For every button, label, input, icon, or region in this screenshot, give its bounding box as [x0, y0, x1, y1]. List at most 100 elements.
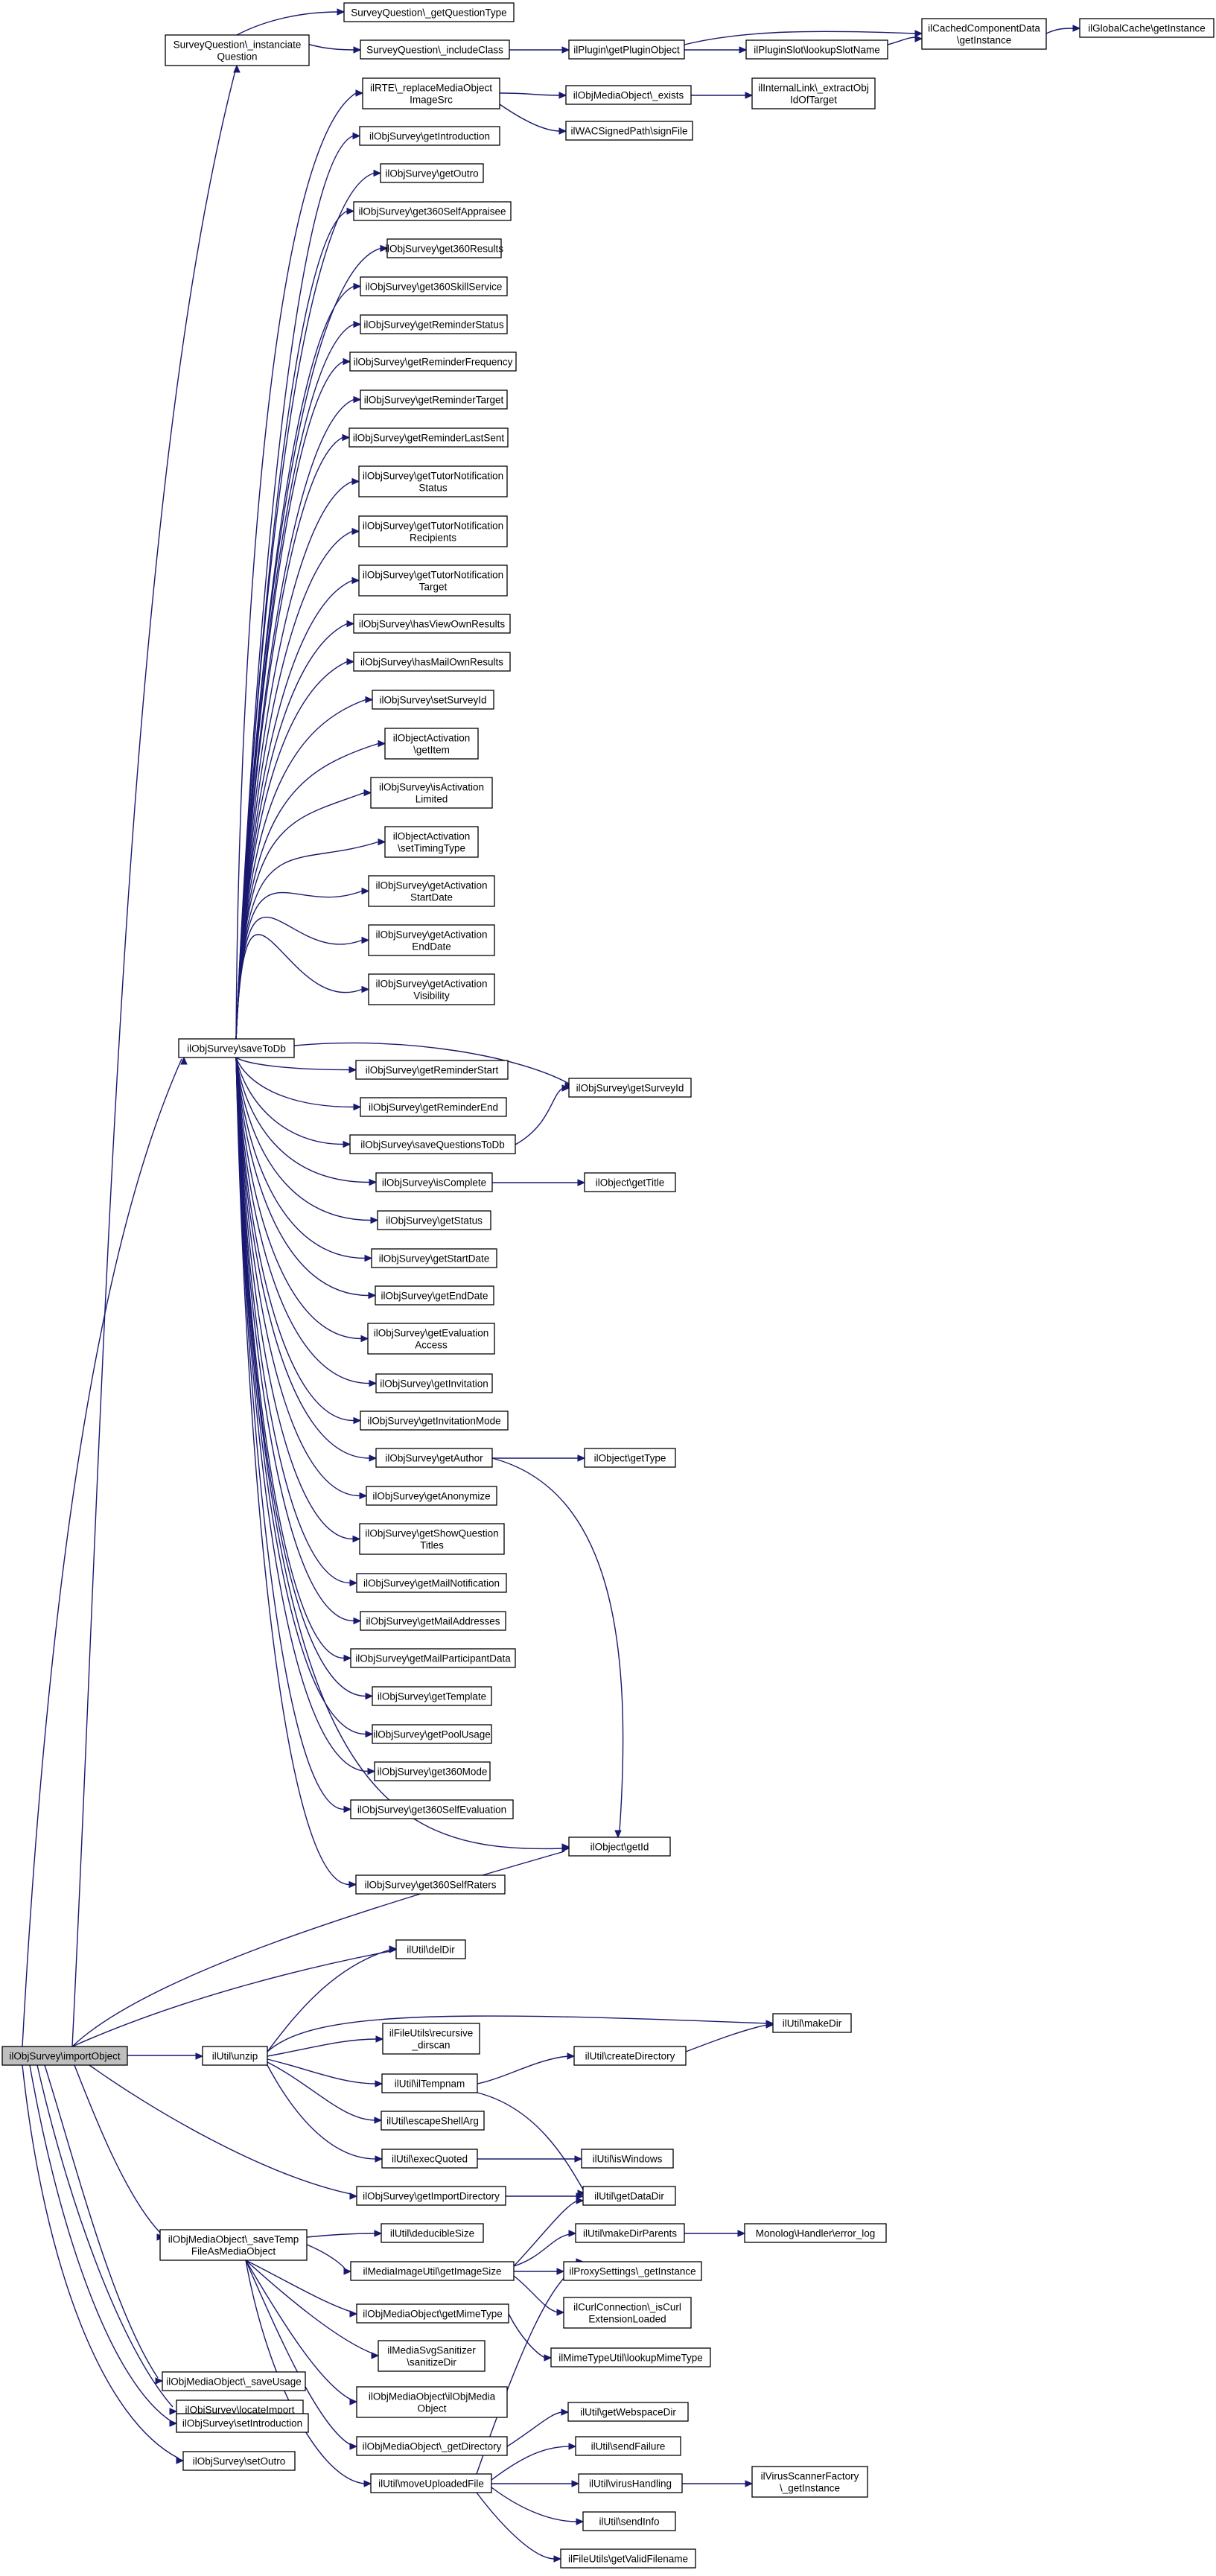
call-node-label: ilObjSurvey\getReminderStart — [366, 1065, 499, 1076]
call-node-get360-results[interactable]: ilObjSurvey\get360Results — [385, 238, 503, 258]
call-node-root[interactable]: ilObjSurvey\importObject — [1, 2046, 128, 2066]
call-node-mob-save-usage[interactable]: ilObjMediaObject\_saveUsage — [162, 2371, 306, 2391]
call-node-util-escape-shell-arg[interactable]: ilUtil\escapeShellArg — [381, 2111, 485, 2131]
call-node-box — [745, 39, 888, 60]
call-node-get-import-directory[interactable]: ilObjSurvey\getImportDirectory — [356, 2186, 506, 2206]
call-node-proxy-get-instance[interactable]: ilProxySettings\_getInstance — [563, 2261, 702, 2281]
call-node-plugin-slot-lookup[interactable]: ilPluginSlot\lookupSlotName — [745, 39, 888, 60]
call-node-set-introduction[interactable]: ilObjSurvey\setIntroduction — [176, 2413, 309, 2433]
call-node-mob-get-mime-type[interactable]: ilObjMediaObject\getMimeType — [356, 2303, 509, 2324]
call-edge-line — [36, 2064, 174, 2408]
call-node-get-reminder-last-sent[interactable]: ilObjSurvey\getReminderLastSent — [348, 427, 509, 448]
call-node-get-template[interactable]: ilObjSurvey\getTemplate — [372, 1686, 492, 1706]
call-node-get360-self-raters[interactable]: ilObjSurvey\get360SelfRaters — [355, 1874, 506, 1895]
call-node-get360-skill-service[interactable]: ilObjSurvey\get360SkillService — [360, 276, 508, 296]
call-node-get-mail-participant-data[interactable]: ilObjSurvey\getMailParticipantData — [350, 1648, 516, 1668]
call-node-get-author[interactable]: ilObjSurvey\getAuthor — [375, 1448, 493, 1468]
call-node-set-outro[interactable]: ilObjSurvey\setOutro — [182, 2451, 296, 2471]
call-node-get-invitation[interactable]: ilObjSurvey\getInvitation — [375, 1373, 493, 1393]
call-node-save-questions-to-db[interactable]: ilObjSurvey\saveQuestionsToDb — [349, 1134, 516, 1154]
call-node-get-outro[interactable]: ilObjSurvey\getOutro — [380, 163, 484, 183]
call-node-virus-scanner-get-instance[interactable]: ilVirusScannerFactory\_getInstance — [751, 2466, 868, 2498]
call-node-util-get-data-dir[interactable]: ilUtil\getDataDir — [582, 2186, 676, 2206]
call-node-object-get-type[interactable]: ilObject\getType — [584, 1448, 676, 1468]
call-node-sq-include-class[interactable]: SurveyQuestion\_includeClass — [360, 39, 510, 60]
call-node-is-complete[interactable]: ilObjSurvey\isComplete — [375, 1172, 493, 1192]
call-node-util-unzip[interactable]: ilUtil\unzip — [202, 2046, 268, 2066]
call-node-get-reminder-frequency[interactable]: ilObjSurvey\getReminderFrequency — [349, 352, 517, 372]
call-node-file-utils-get-valid-filename[interactable]: ilFileUtils\getValidFilename — [560, 2548, 696, 2569]
call-node-box — [356, 1573, 507, 1593]
call-edge-line — [685, 2024, 768, 2052]
call-node-util-move-uploaded-file[interactable]: ilUtil\moveUploadedFile — [370, 2473, 492, 2493]
call-node-save-to-db[interactable]: ilObjSurvey\saveToDb — [178, 1038, 295, 1058]
call-node-util-del-dir[interactable]: ilUtil\delDir — [395, 1939, 466, 1959]
call-node-get-mail-addresses[interactable]: ilObjSurvey\getMailAddresses — [360, 1611, 506, 1631]
call-node-get360-self-appraisee[interactable]: ilObjSurvey\get360SelfAppraisee — [353, 201, 512, 221]
call-node-get-survey-id[interactable]: ilObjSurvey\getSurveyId — [568, 1078, 692, 1098]
call-node-util-get-webspace-dir[interactable]: ilUtil\getWebspaceDir — [567, 2402, 689, 2422]
call-node-mime-lookup[interactable]: ilMimeTypeUtil\lookupMimeType — [550, 2347, 711, 2367]
call-node-get-introduction[interactable]: ilObjSurvey\getIntroduction — [359, 126, 500, 146]
call-node-mob-save-temp-file[interactable]: ilObjMediaObject\_saveTempFileAsMediaObj… — [159, 2229, 308, 2261]
call-node-sq-get-question-type[interactable]: SurveyQuestion\_getQuestionType — [343, 2, 515, 22]
call-edge-line — [491, 2446, 570, 2481]
call-node-object-get-id[interactable]: ilObject\getId — [568, 1836, 671, 1857]
call-node-util-send-info[interactable]: ilUtil\sendInfo — [582, 2511, 676, 2531]
call-node-get360-mode[interactable]: ilObjSurvey\get360Mode — [374, 1761, 491, 1781]
call-node-mob-exists[interactable]: ilObjMediaObject\_exists — [565, 85, 692, 105]
call-node-object-get-title[interactable]: ilObject\getTitle — [584, 1172, 676, 1192]
call-node-has-mail-own-results[interactable]: ilObjSurvey\hasMailOwnResults — [353, 652, 511, 672]
call-node-util-virus-handling[interactable]: ilUtil\virusHandling — [578, 2473, 683, 2493]
call-node-get-pool-usage[interactable]: ilObjSurvey\getPoolUsage — [372, 1724, 492, 1744]
call-node-util-is-windows[interactable]: ilUtil\isWindows — [581, 2149, 674, 2169]
call-node-global-cache-get-instance[interactable]: ilGlobalCache\getInstance — [1079, 18, 1215, 38]
call-edge — [235, 1057, 369, 1343]
call-node-get360-self-evaluation[interactable]: ilObjSurvey\get360SelfEvaluation — [350, 1799, 514, 1819]
call-node-get-tutor-notification-recipients[interactable]: ilObjSurvey\getTutorNotificationRecipien… — [358, 515, 508, 547]
call-node-get-mail-notification[interactable]: ilObjSurvey\getMailNotification — [356, 1573, 507, 1593]
call-node-obj-act-set-timing-type[interactable]: ilObjectActivation\setTimingType — [384, 826, 479, 858]
call-node-cached-get-instance[interactable]: ilCachedComponentData\getInstance — [921, 18, 1047, 50]
call-node-util-send-failure[interactable]: ilUtil\sendFailure — [575, 2436, 681, 2456]
call-node-get-status[interactable]: ilObjSurvey\getStatus — [377, 1210, 491, 1230]
call-node-util-deducible-size[interactable]: ilUtil\deducibleSize — [381, 2223, 484, 2243]
call-node-get-invitation-mode[interactable]: ilObjSurvey\getInvitationMode — [360, 1411, 509, 1431]
call-node-util-make-dir[interactable]: ilUtil\makeDir — [772, 2013, 852, 2033]
call-node-set-survey-id[interactable]: ilObjSurvey\setSurveyId — [372, 690, 494, 710]
call-node-get-reminder-status[interactable]: ilObjSurvey\getReminderStatus — [360, 314, 508, 334]
call-node-media-image-get-image-size[interactable]: ilMediaImageUtil\getImageSize — [350, 2261, 515, 2281]
call-node-util-make-dir-parents[interactable]: ilUtil\makeDirParents — [575, 2223, 685, 2243]
call-node-monolog-error[interactable]: Monolog\Handler\error_log — [744, 2223, 887, 2243]
call-node-svg-sanitize-dir[interactable]: ilMediaSvgSanitizer\sanitizeDir — [378, 2340, 486, 2372]
call-node-get-reminder-start[interactable]: ilObjSurvey\getReminderStart — [355, 1060, 509, 1080]
call-node-util-exec-quoted[interactable]: ilUtil\execQuoted — [381, 2149, 478, 2169]
call-node-get-start-date[interactable]: ilObjSurvey\getStartDate — [371, 1248, 497, 1268]
call-node-file-utils-dirscan[interactable]: ilFileUtils\recursive_dirscan — [382, 2023, 480, 2055]
call-node-get-reminder-target[interactable]: ilObjSurvey\getReminderTarget — [360, 389, 508, 410]
call-node-get-anonymize[interactable]: ilObjSurvey\getAnonymize — [366, 1486, 497, 1506]
call-node-obj-act-get-item[interactable]: ilObjectActivation\getItem — [384, 728, 479, 760]
call-node-util-il-tempnam[interactable]: ilUtil\ilTempnam — [381, 2073, 478, 2093]
call-node-mob-get-directory[interactable]: ilObjMediaObject\_getDirectory — [356, 2436, 508, 2456]
call-node-wac-sign[interactable]: ilWACSignedPath\signFile — [565, 121, 693, 141]
call-node-has-view-own-results[interactable]: ilObjSurvey\hasViewOwnResults — [353, 614, 511, 634]
call-node-get-reminder-end[interactable]: ilObjSurvey\getReminderEnd — [360, 1097, 507, 1117]
call-node-plugin-get-plugin-object[interactable]: ilPlugin\getPluginObject — [568, 39, 685, 60]
call-node-get-end-date[interactable]: ilObjSurvey\getEndDate — [375, 1285, 494, 1306]
call-node-label: ilObjSurvey\getReminderFrequency — [354, 357, 513, 368]
call-node-util-create-directory[interactable]: ilUtil\createDirectory — [573, 2046, 687, 2066]
call-node-mob-construct[interactable]: ilObjMediaObject\ilObjMediaObject — [356, 2386, 508, 2418]
